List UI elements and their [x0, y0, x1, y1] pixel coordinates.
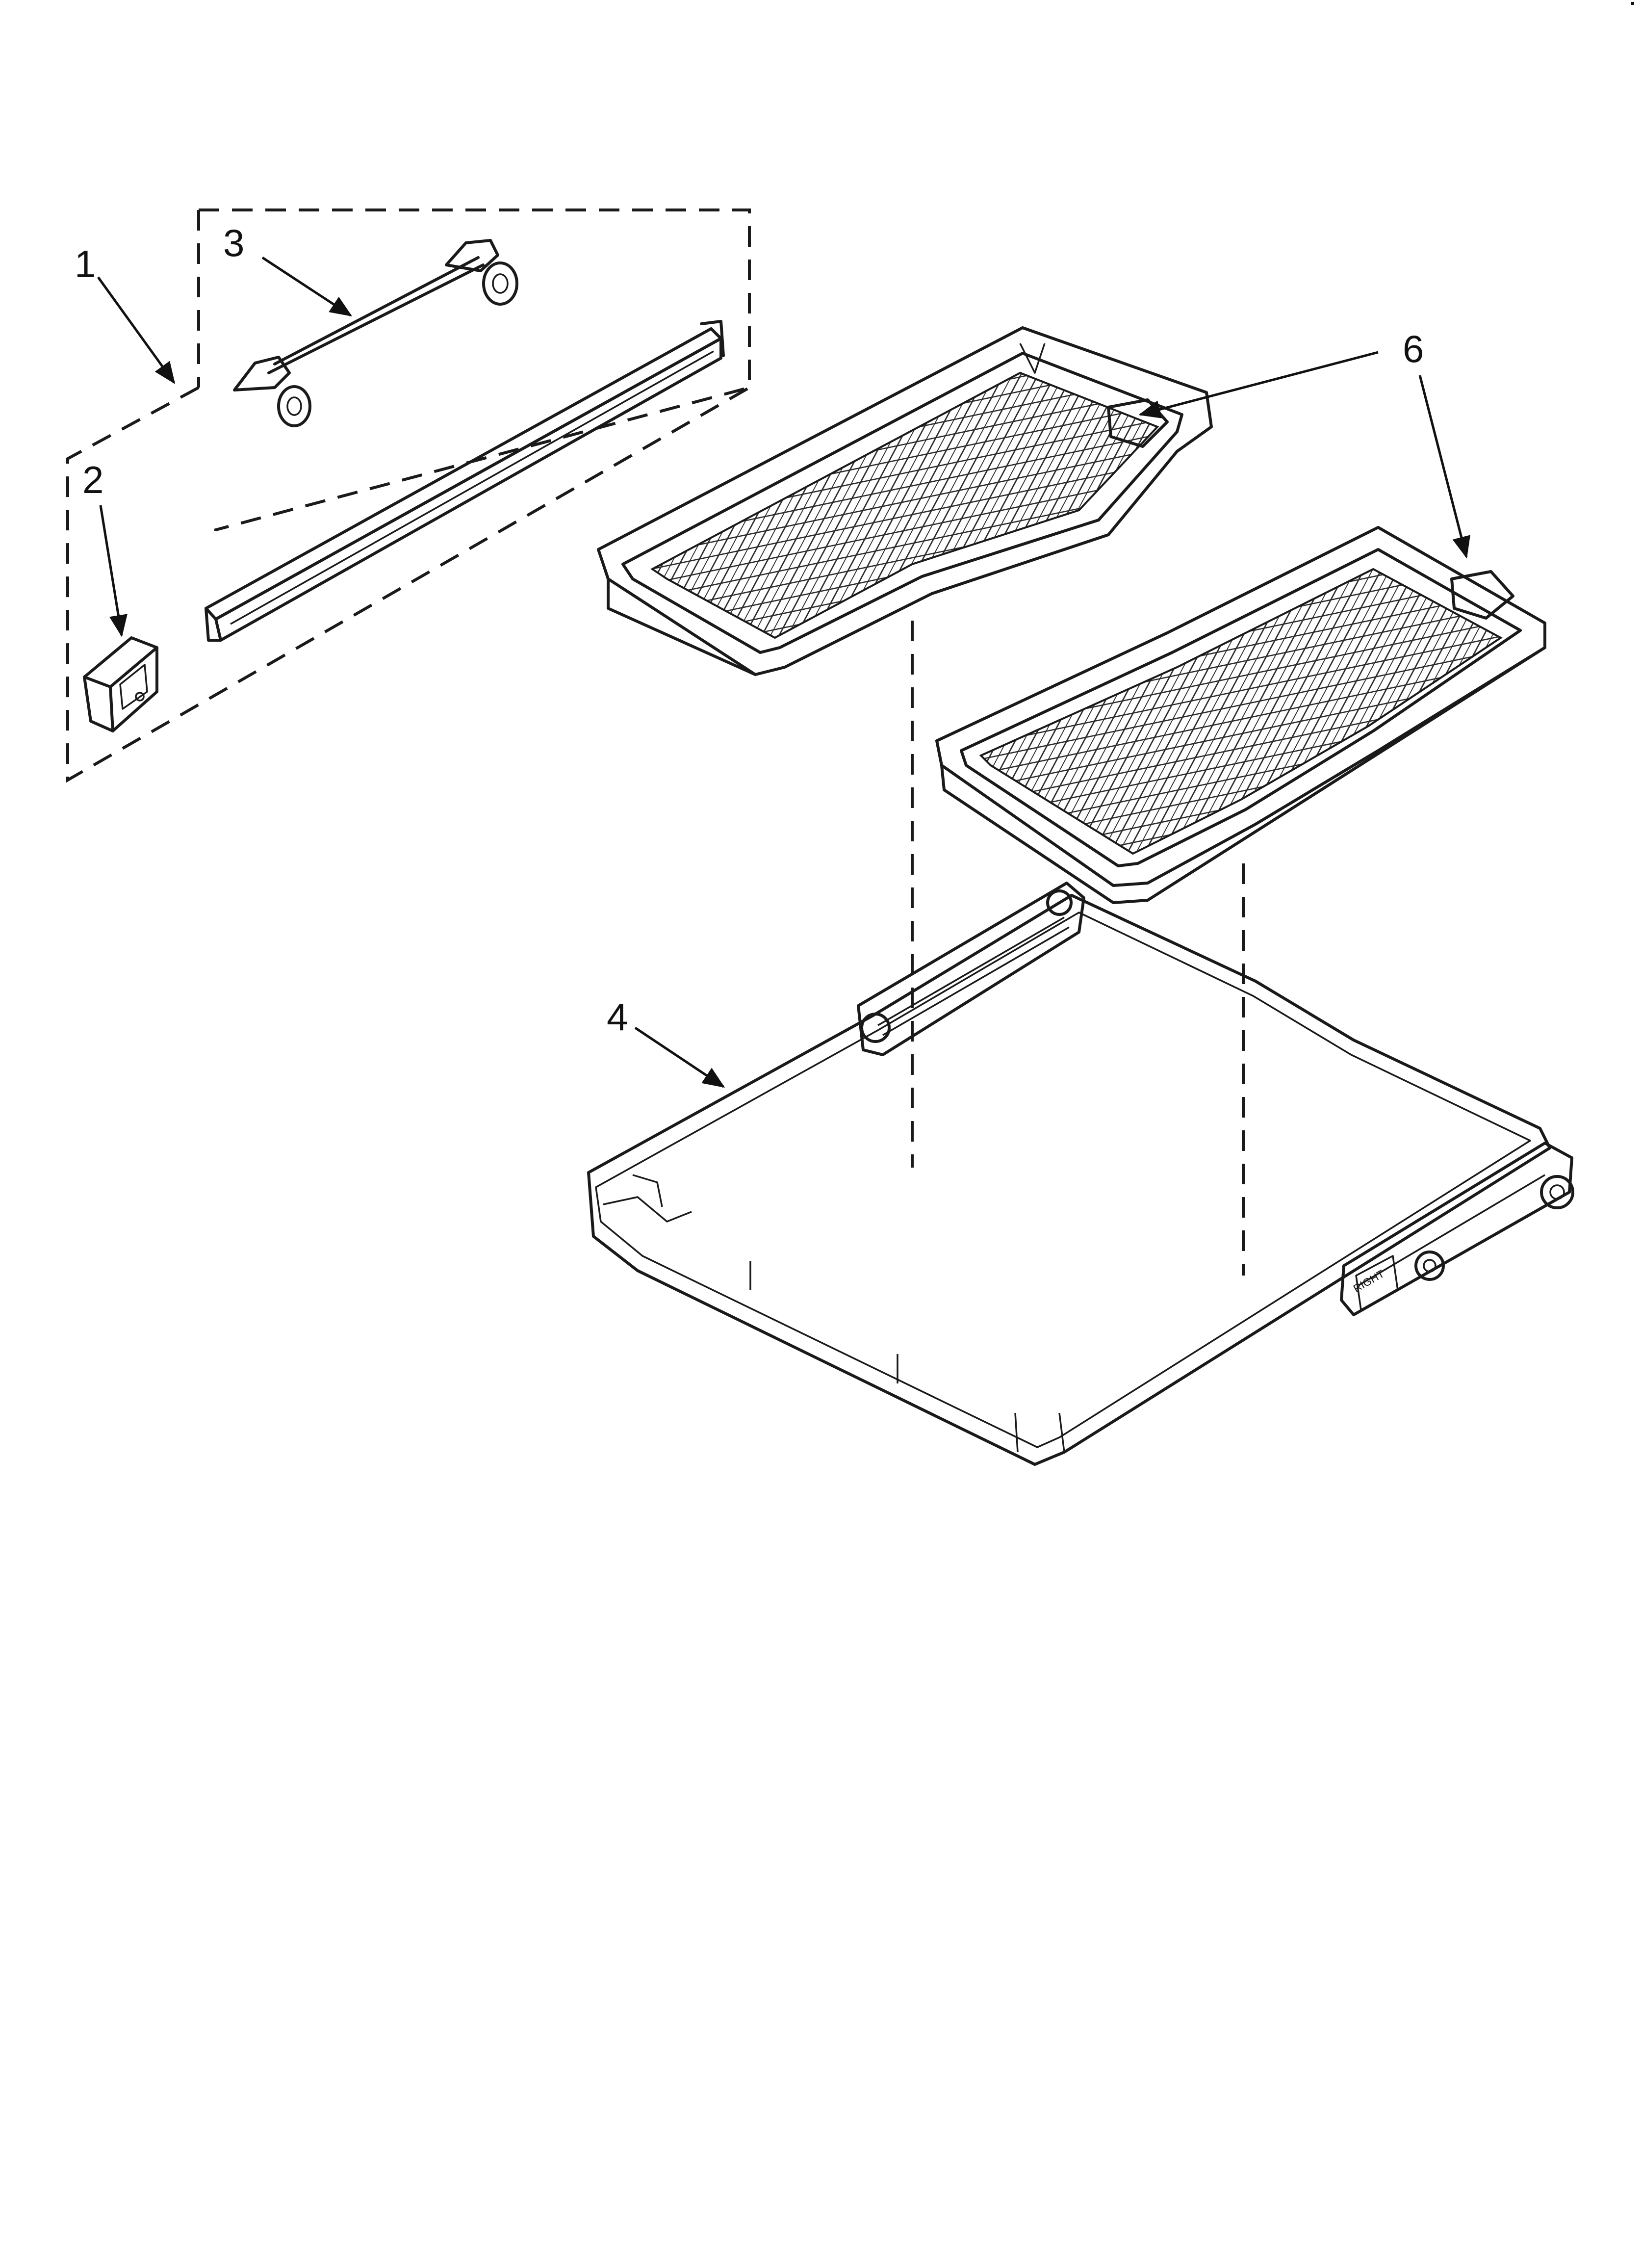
rack-right-wheel-rear: [1414, 1251, 1445, 1281]
rack-frame: RIGHT: [587, 882, 1574, 1466]
wheel-axle-part: [233, 239, 518, 427]
callout-1: 1: [75, 242, 96, 286]
leader-lines: [97, 256, 1470, 1088]
rail-face: [214, 337, 722, 642]
callout-4: 4: [607, 995, 628, 1039]
kit-outline-lower: [66, 386, 750, 783]
alignment-lines: [911, 621, 1245, 1276]
tray-upper-inner: [621, 352, 1183, 654]
rack-top-wheel-right: [1046, 889, 1073, 916]
axle-left-wheel: [277, 385, 311, 427]
tray-upper-grid: [650, 371, 1159, 639]
rack-top-track: [857, 882, 1085, 1056]
callout-labels: 1 2 3 4 6: [75, 221, 1424, 1039]
clip-body: [83, 636, 158, 732]
rack-outer-wire: [587, 894, 1551, 1466]
tray-lower-handle: [1450, 570, 1514, 620]
rack-top-wheel-left: [860, 1013, 891, 1043]
leader-2: [99, 505, 128, 637]
leader-6b: [1418, 375, 1470, 559]
axle-right-wheel: [482, 261, 518, 306]
rack-right-wheel-front: [1540, 1175, 1574, 1209]
clip-part: [83, 636, 158, 732]
leader-3: [261, 256, 353, 317]
leader-1: [97, 276, 176, 385]
axle-left-bracket: [233, 356, 291, 391]
rack-inner-wire: [595, 912, 1531, 1448]
axle-rod-lower: [267, 263, 485, 374]
callout-2: 2: [82, 458, 103, 501]
leader-4: [634, 1026, 725, 1088]
tray-lower-inner: [960, 548, 1522, 867]
utensil-tray-upper: [597, 326, 1213, 676]
axle-rod: [273, 256, 480, 365]
tray-lower-grid: [979, 568, 1503, 855]
corner-mark: [1631, 2, 1634, 5]
kit-outline: [66, 209, 751, 783]
rail-part: [205, 320, 725, 642]
leader-6a: [1138, 351, 1379, 418]
kit-outline-upper: [199, 209, 751, 531]
rack-marking-text: RIGHT: [1351, 1267, 1386, 1295]
axle-right-bracket: [445, 239, 499, 272]
callout-3: 3: [223, 221, 244, 264]
utensil-tray-lower: [935, 526, 1546, 904]
rack-right-track: [1340, 1142, 1573, 1316]
callout-6: 6: [1403, 327, 1424, 370]
